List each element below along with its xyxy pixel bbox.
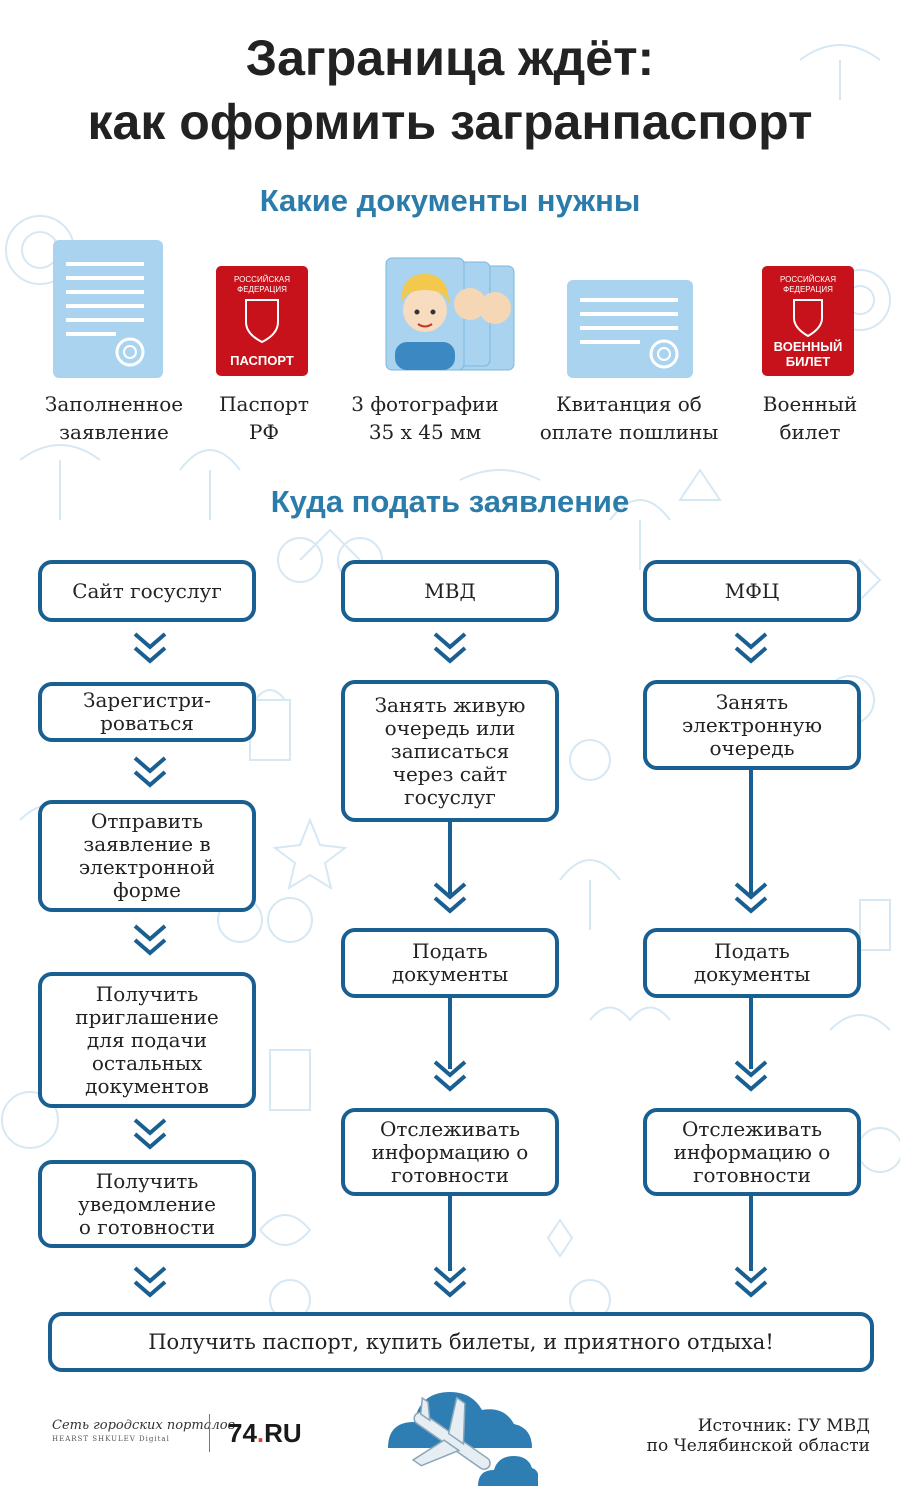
gosuslugi-header-box: Сайт госуслуг [38, 560, 256, 622]
network-logo: Сеть городских порталов HEARST SHKULEV D… [52, 1418, 235, 1443]
source-note: Источник: ГУ МВД по Челябинской области [647, 1416, 870, 1456]
gosuslugi-step-register: Зарегистри- роваться [38, 682, 256, 742]
gosuslugi-step-invitation: Получить приглашение для подачи остальны… [38, 972, 256, 1108]
source-line: Источник: ГУ МВД [697, 1416, 870, 1436]
doc-caption-receipt: Квитанция об оплате пошлины [518, 390, 740, 446]
gosuslugi-step-send-application: Отправить заявление в электронной форме [38, 800, 256, 912]
where-heading: Куда подать заявление [270, 484, 630, 519]
documents-heading: Какие документы нужны [259, 183, 641, 218]
74ru-logo: 74.RU [228, 1418, 302, 1449]
double-chevron-down-icon [433, 632, 467, 664]
double-chevron-down-icon [133, 924, 167, 956]
connector-line [749, 767, 753, 894]
photos-icon [385, 257, 515, 371]
receipt-icon [567, 280, 693, 378]
mfc-step-track: Отслеживать информацию о готовности [643, 1108, 861, 1196]
military-id-icon: РОССИЙСКАЯ ФЕДЕРАЦИЯ ВОЕННЫЙ БИЛЕТ [762, 266, 854, 376]
page-title-line2: как оформить загранпаспорт [87, 94, 813, 150]
connector-line [448, 1195, 452, 1271]
double-chevron-down-icon [433, 1060, 467, 1092]
logo-divider [209, 1414, 210, 1452]
caption-line: Военный [762, 392, 858, 416]
double-chevron-down-icon [133, 1266, 167, 1298]
mfc-step-queue: Занять электронную очередь [643, 680, 861, 770]
doc-caption-photos: 3 фотографии 35 х 45 мм [332, 390, 518, 446]
connector-line [448, 820, 452, 894]
passport-cover-label: ПАСПОРТ [230, 353, 294, 368]
page-title-line1: Заграница ждёт: [245, 30, 655, 86]
caption-line: 3 фотографии [351, 392, 499, 416]
connector-line [448, 995, 452, 1069]
military-cover-label-2: БИЛЕТ [786, 354, 830, 369]
double-chevron-down-icon [133, 1118, 167, 1150]
mvd-step-queue: Занять живую очередь или записаться чере… [341, 680, 559, 822]
double-chevron-down-icon [433, 882, 467, 914]
caption-line: РФ [248, 420, 280, 444]
mfc-header-box: МФЦ [643, 560, 861, 622]
mvd-header-box: МВД [341, 560, 559, 622]
documents-icons-row: РОССИЙСКАЯ ФЕДЕРАЦИЯ ПАСПОРТ [53, 240, 854, 378]
passport-cover-top-1: РОССИЙСКАЯ [234, 275, 290, 284]
74ru-logo-number: 74 [228, 1418, 257, 1448]
gosuslugi-step-notification: Получить уведомление о готовности [38, 1160, 256, 1248]
doc-caption-application: Заполненное заявление [28, 390, 200, 446]
application-form-icon [53, 240, 163, 378]
caption-line: Квитанция об [556, 392, 702, 416]
network-logo-subtext: HEARST SHKULEV Digital [52, 1435, 170, 1443]
connector-line [749, 1195, 753, 1271]
double-chevron-down-icon [433, 1266, 467, 1298]
airplane-clouds-icon [388, 1392, 538, 1486]
74ru-logo-dot: . [256, 1418, 265, 1448]
military-cover-top-1: РОССИЙСКАЯ [780, 275, 836, 284]
doc-caption-military: Военный билет [746, 390, 874, 446]
mfc-step-submit: Подать документы [643, 928, 861, 998]
caption-line: билет [779, 420, 841, 444]
russian-passport-icon: РОССИЙСКАЯ ФЕДЕРАЦИЯ ПАСПОРТ [216, 266, 308, 376]
74ru-logo-ru: RU [264, 1418, 302, 1448]
source-line: по Челябинской области [646, 1436, 870, 1456]
passport-cover-top-2: ФЕДЕРАЦИЯ [237, 285, 287, 294]
double-chevron-down-icon [133, 632, 167, 664]
caption-line: заявление [59, 420, 169, 444]
caption-line: Паспорт [219, 392, 309, 416]
caption-line: 35 х 45 мм [368, 420, 482, 444]
connector-line [749, 995, 753, 1069]
double-chevron-down-icon [734, 882, 768, 914]
network-logo-text: Сеть городских порталов [52, 1418, 236, 1433]
caption-line: оплате пошлины [539, 420, 719, 444]
double-chevron-down-icon [734, 632, 768, 664]
double-chevron-down-icon [734, 1266, 768, 1298]
final-box: Получить паспорт, купить билеты, и прият… [48, 1312, 874, 1372]
doc-caption-passport: Паспорт РФ [200, 390, 328, 446]
caption-line: Заполненное [44, 392, 184, 416]
military-cover-label-1: ВОЕННЫЙ [774, 339, 843, 354]
military-cover-top-2: ФЕДЕРАЦИЯ [783, 285, 833, 294]
double-chevron-down-icon [133, 756, 167, 788]
double-chevron-down-icon [734, 1060, 768, 1092]
mvd-step-track: Отслеживать информацию о готовности [341, 1108, 559, 1196]
mvd-step-submit: Подать документы [341, 928, 559, 998]
